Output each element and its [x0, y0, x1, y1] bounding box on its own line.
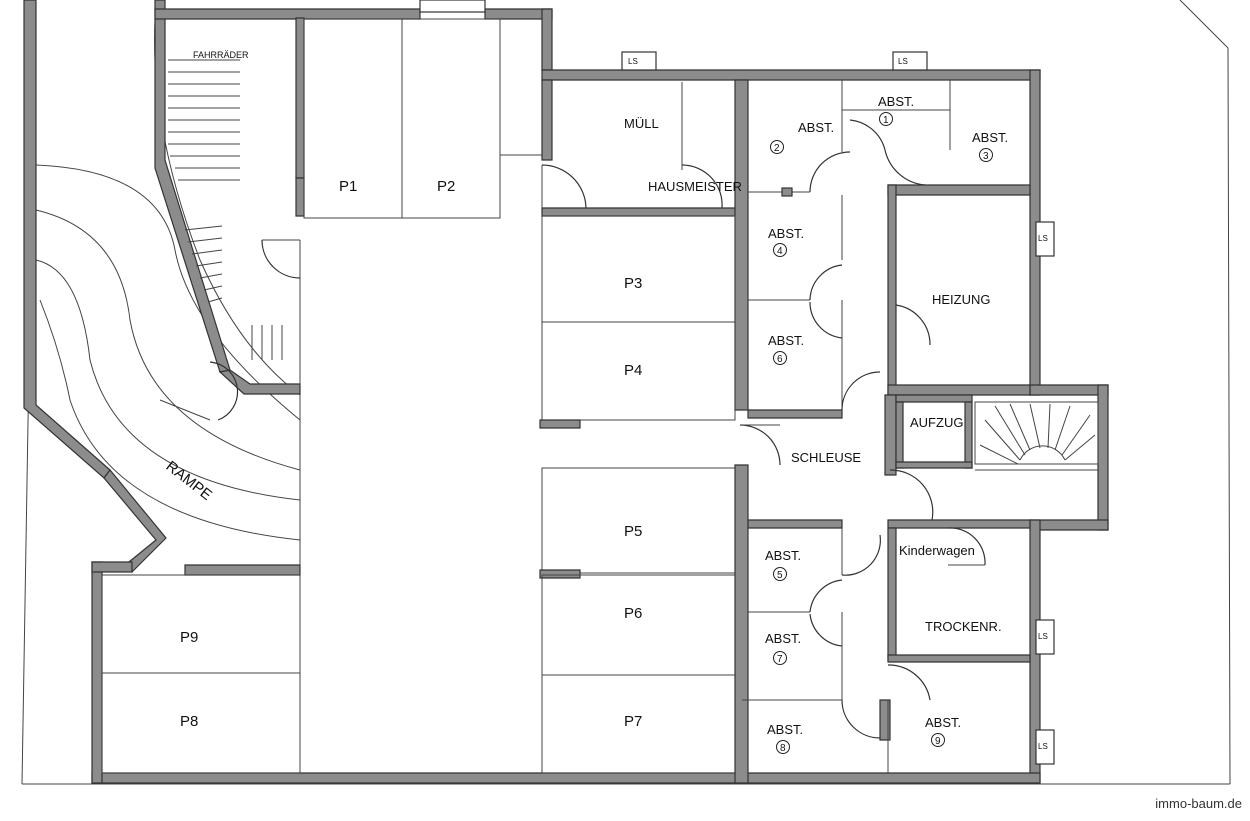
label-rampe: RAMPE — [163, 458, 216, 504]
label-p1: P1 — [339, 178, 357, 195]
label-abst-1: ABST. — [878, 94, 914, 109]
storage-bottom — [742, 527, 1031, 773]
circle-2 — [770, 140, 784, 154]
top-entry-box — [419, 0, 486, 13]
elevator-stairs — [884, 394, 1099, 476]
ls-label-5: LS — [1038, 742, 1048, 751]
label-p7: P7 — [624, 713, 642, 730]
num-8: 8 — [780, 743, 786, 754]
num-2: 2 — [774, 143, 780, 154]
label-abst-9: ABST. — [925, 715, 961, 730]
watermark: immo-baum.de — [1155, 796, 1242, 811]
storage-top — [747, 80, 1031, 419]
label-abst-6: ABST. — [768, 333, 804, 348]
ls-label-2: LS — [898, 57, 908, 66]
ls-label-1: LS — [628, 57, 638, 66]
circle-9 — [931, 733, 945, 747]
label-p6: P6 — [624, 605, 642, 622]
label-fahrraeder: FAHRRÄDER — [193, 50, 249, 60]
outer-walls — [23, 0, 1109, 784]
label-trockenraum: TROCKENR. — [925, 619, 1002, 634]
label-abst-4: ABST. — [768, 226, 804, 241]
parking-left — [101, 394, 301, 774]
ls-label-4: LS — [1038, 632, 1048, 641]
num-9: 9 — [935, 736, 941, 747]
label-abst-5: ABST. — [765, 548, 801, 563]
parking-top — [303, 18, 542, 219]
circle-1 — [879, 112, 893, 126]
num-6: 6 — [777, 354, 783, 365]
label-p5: P5 — [624, 523, 642, 540]
label-heizung: HEIZUNG — [932, 292, 991, 307]
bike-stairs — [168, 59, 283, 360]
ls-box-1 — [621, 51, 657, 71]
ramp-curves — [35, 19, 301, 541]
room-labels: FAHRRÄDER MÜLL HAUSMEISTER HEIZUNG AUFZU… — [163, 50, 1002, 634]
parking-middle — [539, 215, 736, 774]
label-abst-2: ABST. — [798, 120, 834, 135]
storage-labels: ABST. 1 ABST. 2 ABST. 3 ABST. 4 ABST. 5 … — [765, 94, 1008, 754]
num-3: 3 — [983, 151, 989, 162]
label-p4: P4 — [624, 362, 642, 379]
ls-box-4 — [1035, 619, 1055, 655]
label-abst-3: ABST. — [972, 130, 1008, 145]
circle-6 — [773, 351, 787, 365]
num-5: 5 — [777, 570, 783, 581]
label-kinderwagen: Kinderwagen — [899, 543, 975, 558]
muell-room-walls — [541, 79, 749, 411]
label-p8: P8 — [180, 713, 198, 730]
ls-label-3: LS — [1038, 234, 1048, 243]
circle-7 — [773, 651, 787, 665]
label-p2: P2 — [437, 178, 455, 195]
circle-4 — [773, 243, 787, 257]
label-p9: P9 — [180, 629, 198, 646]
ls-boxes: LS LS LS LS LS — [419, 0, 1055, 765]
ls-box-5 — [1035, 729, 1055, 765]
num-4: 4 — [777, 246, 783, 257]
num-7: 7 — [777, 654, 783, 665]
label-abst-7: ABST. — [765, 631, 801, 646]
num-1: 1 — [883, 115, 889, 126]
label-aufzug: AUFZUG — [910, 415, 963, 430]
label-muell: MÜLL — [624, 116, 659, 131]
label-hausmeister: HAUSMEISTER — [648, 179, 742, 194]
label-abst-8: ABST. — [767, 722, 803, 737]
label-p3: P3 — [624, 275, 642, 292]
parking-labels: P1 P2 P3 P4 P5 P6 P7 P8 P9 — [180, 178, 642, 730]
ls-box-3 — [1035, 221, 1055, 257]
circle-5 — [773, 567, 787, 581]
label-schleuse: SCHLEUSE — [791, 450, 861, 465]
ls-box-2 — [892, 51, 928, 71]
circle-8 — [776, 740, 790, 754]
circle-3 — [979, 148, 993, 162]
